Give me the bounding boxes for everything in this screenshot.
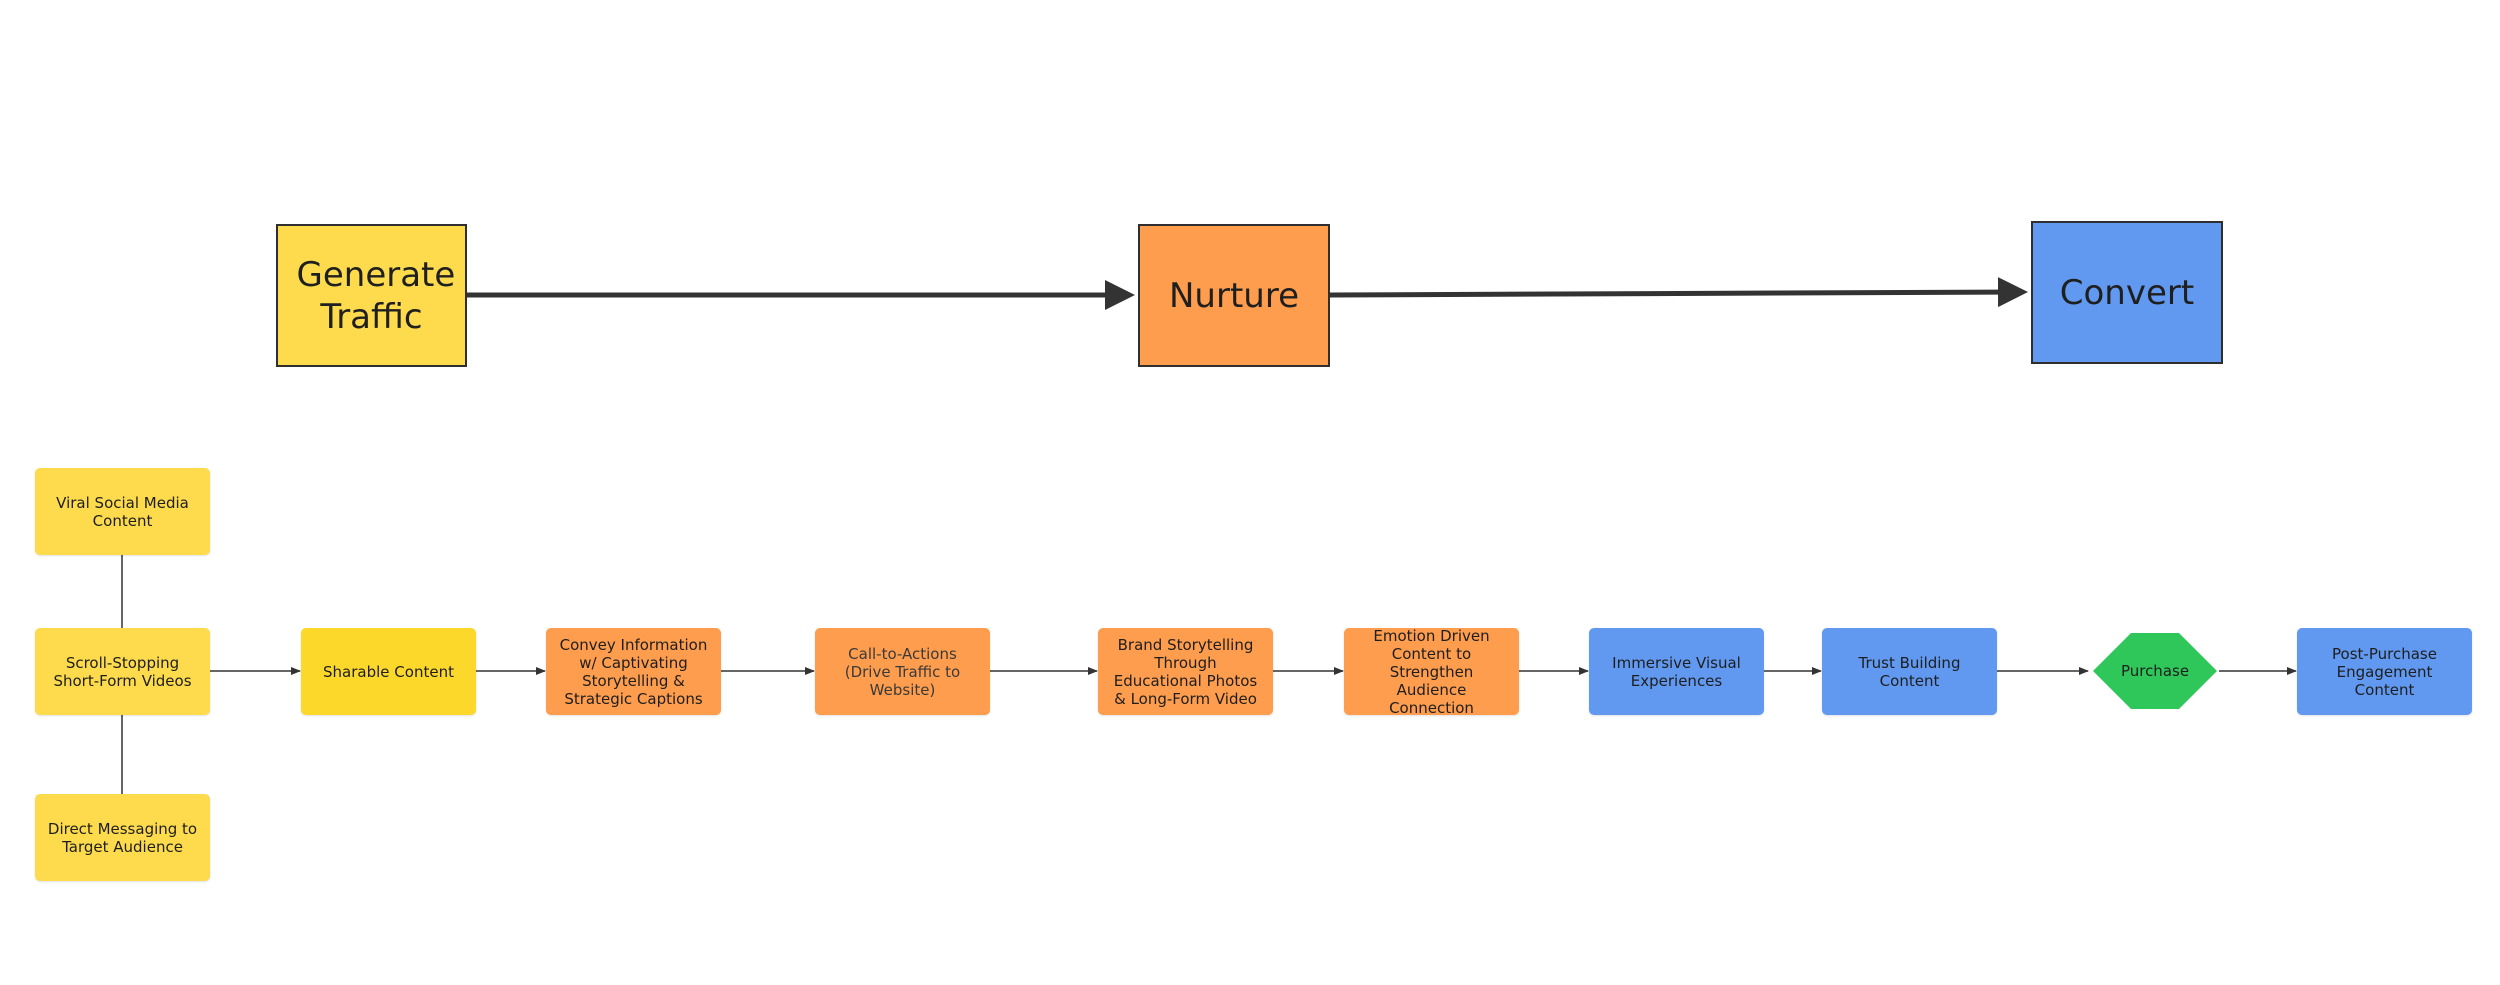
stage-convert-label: Convert [2059, 272, 2195, 313]
node-convey-information-label: Convey Information w/ Captivating Storyt… [559, 635, 708, 708]
arrow-nurture-to-convert [1329, 277, 2028, 308]
node-sharable-content[interactable]: Sharable Content [301, 628, 476, 715]
node-immersive-visual-label: Immersive Visual Experiences [1612, 653, 1741, 690]
node-post-purchase-label: Post-Purchase Engagement Content [2332, 644, 2437, 699]
node-purchase-decision[interactable]: Purchase [2091, 631, 2219, 711]
node-emotion-driven-label: Emotion Driven Content to Strengthen Aud… [1373, 626, 1490, 717]
node-convey-information[interactable]: Convey Information w/ Captivating Storyt… [546, 628, 721, 715]
stage-convert[interactable]: Convert [2031, 221, 2223, 364]
node-emotion-driven[interactable]: Emotion Driven Content to Strengthen Aud… [1344, 626, 1519, 717]
stage-nurture-label: Nurture [1169, 275, 1299, 316]
stage-generate-traffic-label: Generate Traffic [296, 254, 456, 337]
node-direct-messaging[interactable]: Direct Messaging to Target Audience [35, 794, 210, 881]
node-scroll-stopping-videos[interactable]: Scroll-Stopping Short-Form Videos [35, 628, 210, 715]
node-post-purchase[interactable]: Post-Purchase Engagement Content [2297, 628, 2472, 715]
node-purchase-label: Purchase [2120, 662, 2190, 680]
node-brand-storytelling-label: Brand Storytelling Through Educational P… [1113, 635, 1258, 708]
node-scroll-stopping-videos-label: Scroll-Stopping Short-Form Videos [53, 653, 192, 690]
node-call-to-actions-label: Call-to-Actions (Drive Traffic to Websit… [844, 644, 961, 699]
node-brand-storytelling[interactable]: Brand Storytelling Through Educational P… [1098, 628, 1273, 715]
node-sharable-content-label: Sharable Content [323, 662, 454, 681]
stage-generate-traffic[interactable]: Generate Traffic [276, 224, 467, 367]
node-trust-building-label: Trust Building Content [1858, 653, 1961, 690]
node-viral-social-media[interactable]: Viral Social Media Content [35, 468, 210, 555]
node-trust-building[interactable]: Trust Building Content [1822, 628, 1997, 715]
node-direct-messaging-label: Direct Messaging to Target Audience [47, 819, 198, 856]
stage-nurture[interactable]: Nurture [1138, 224, 1330, 367]
purchase-diamond-shape [2093, 633, 2217, 709]
node-immersive-visual[interactable]: Immersive Visual Experiences [1589, 628, 1764, 715]
node-call-to-actions[interactable]: Call-to-Actions (Drive Traffic to Websit… [815, 628, 990, 715]
node-viral-social-media-label: Viral Social Media Content [56, 493, 189, 530]
